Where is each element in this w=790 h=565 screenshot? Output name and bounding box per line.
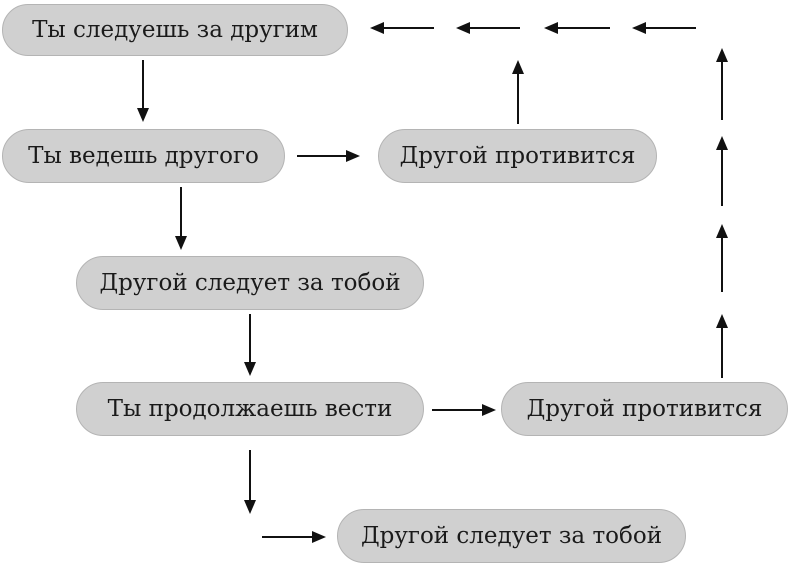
arrow-to-other-follows-2: [262, 531, 326, 543]
arrow-right-col-1: [716, 314, 728, 378]
node-other-follows-1: Другой следует за тобой: [76, 256, 424, 310]
arrow-right-col-3: [716, 136, 728, 206]
node-other-resists-1: Другой противится: [378, 129, 657, 183]
arrow-follow-to-lead: [137, 60, 149, 122]
arrow-keep-leading-down: [244, 450, 256, 514]
arrow-top-1: [632, 22, 696, 34]
arrow-lead-to-other-follows: [175, 187, 187, 250]
arrow-right-col-2: [716, 224, 728, 292]
node-other-resists-2: Другой противится: [501, 382, 788, 436]
node-lead-other: Ты ведешь другого: [2, 129, 285, 183]
arrow-top-3: [456, 22, 520, 34]
arrow-keep-leading-to-resists: [432, 404, 496, 416]
node-other-follows-2: Другой следует за тобой: [337, 509, 686, 563]
arrow-right-col-4: [716, 48, 728, 120]
arrow-top-4: [370, 22, 434, 34]
arrow-other-follows-to-keep-leading: [244, 314, 256, 376]
arrow-resists-1-up: [512, 60, 524, 124]
node-follow-other: Ты следуешь за другим: [2, 4, 348, 56]
node-keep-leading: Ты продолжаешь вести: [76, 382, 424, 436]
arrow-lead-to-resists: [297, 150, 360, 162]
arrow-top-2: [544, 22, 610, 34]
